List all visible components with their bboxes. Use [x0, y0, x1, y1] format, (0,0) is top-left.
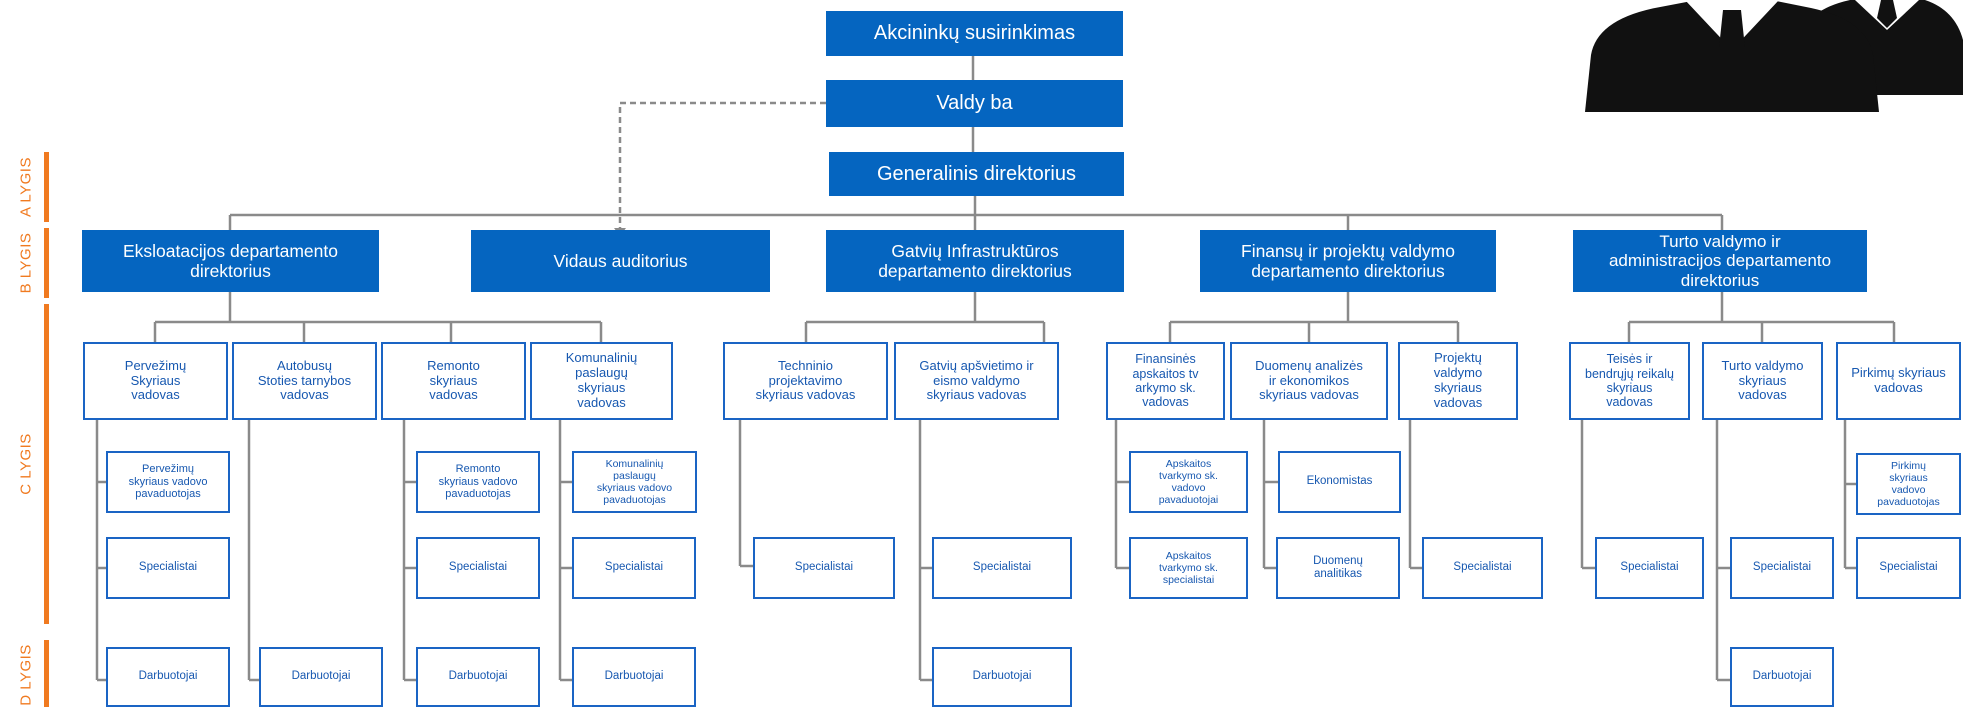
node-label: Pirkimų skyriaus vadovas — [1851, 365, 1946, 395]
node-label: Pervežimų skyriaus vadovo pavaduotojas — [128, 463, 208, 501]
node-turto-darbuotojai[interactable]: Darbuotojai — [1730, 647, 1834, 707]
node-fin-vadovo-pavaduotojai[interactable]: Apskaitos tvarkymo sk. vadovo pavaduotoj… — [1129, 451, 1248, 513]
node-label: Darbuotojai — [448, 670, 508, 683]
node-proj-specialistai[interactable]: Specialistai — [1422, 537, 1543, 599]
node-label: Generalinis direktorius — [877, 162, 1076, 185]
node-ekonomistas[interactable]: Ekonomistas — [1278, 451, 1401, 513]
node-perv-darbuotojai[interactable]: Darbuotojai — [106, 647, 230, 707]
node-label: Ekonomistas — [1306, 475, 1373, 488]
node-eksploatacijos-direktorius[interactable]: Eksloatacijos departamento direktorius — [82, 230, 379, 292]
node-label: Projektų valdymo skyriaus vadovas — [1433, 350, 1483, 410]
node-perv-pavaduotojas[interactable]: Pervežimų skyriaus vadovo pavaduotojas — [106, 451, 230, 513]
node-gatviu-infrastrukturos-direktorius[interactable]: Gatvių Infrastruktūros departamento dire… — [826, 230, 1124, 292]
node-remonto-vadovas[interactable]: Remonto skyriaus vadovas — [381, 342, 526, 420]
node-finansines-vadovas[interactable]: Finansinės apskaitos tv arkymo sk. vadov… — [1106, 342, 1225, 420]
node-pirk-pavaduotojas[interactable]: Pirkimų skyriaus vadovo pavaduotojas — [1856, 453, 1961, 515]
node-duomenu-analitikas[interactable]: Duomenų analitikas — [1276, 537, 1400, 599]
node-pirkimu-vadovas[interactable]: Pirkimų skyriaus vadovas — [1836, 342, 1961, 420]
node-label: Remonto skyriaus vadovo pavaduotojas — [438, 463, 518, 501]
node-teis-specialistai[interactable]: Specialistai — [1595, 537, 1704, 599]
node-akcininku-susirinkimas[interactable]: Akcininkų susirinkimas — [826, 11, 1123, 56]
node-label: Darbuotojai — [291, 670, 351, 683]
node-kom-specialistai[interactable]: Specialistai — [572, 537, 696, 599]
node-label: Darbuotojai — [1752, 670, 1812, 683]
business-people-icon — [1585, 0, 1963, 112]
node-turto-valdymo-vadovas[interactable]: Turto valdymo skyriaus vadovas — [1702, 342, 1823, 420]
node-label: Vidaus auditorius — [553, 250, 688, 271]
node-label: Gatvių Infrastruktūros departamento dire… — [878, 240, 1072, 281]
node-apsv-specialistai[interactable]: Specialistai — [932, 537, 1072, 599]
node-kom-pavaduotojas[interactable]: Komunalinių paslaugų skyriaus vadovo pav… — [572, 451, 697, 513]
node-label: Akcininkų susirinkimas — [873, 22, 1076, 44]
node-projektu-vadovas[interactable]: Projektų valdymo skyriaus vadovas — [1398, 342, 1518, 420]
node-label: Specialistai — [138, 561, 198, 574]
node-label: Specialistai — [1752, 561, 1812, 574]
level-c-label: C LYGIS — [17, 433, 35, 495]
node-label: Komunalinių paslaugų skyriaus vadovas — [565, 350, 638, 410]
node-rem-pavaduotojas[interactable]: Remonto skyriaus vadovo pavaduotojas — [416, 451, 540, 513]
node-kom-darbuotojai[interactable]: Darbuotojai — [572, 647, 696, 707]
node-techninio-vadovas[interactable]: Techninio projektavimo skyriaus vadovas — [723, 342, 888, 420]
node-label: Darbuotojai — [604, 670, 664, 683]
node-generalinis-direktorius[interactable]: Generalinis direktorius — [829, 152, 1124, 196]
node-apsvietimo-vadovas[interactable]: Gatvių apšvietimo ir eismo valdymo skyri… — [894, 342, 1059, 420]
level-b-label: B LYGIS — [17, 232, 35, 294]
node-finansu-direktorius[interactable]: Finansų ir projektų valdymo departamento… — [1200, 230, 1496, 292]
node-autob-darbuotojai[interactable]: Darbuotojai — [259, 647, 383, 707]
node-label: Gatvių apšvietimo ir eismo valdymo skyri… — [919, 357, 1034, 403]
node-turto-specialistai[interactable]: Specialistai — [1730, 537, 1834, 599]
node-label: Finansinės apskaitos tv arkymo sk. vadov… — [1132, 352, 1199, 410]
node-turto-direktorius[interactable]: Turto valdymo ir administracijos departa… — [1573, 230, 1867, 292]
node-rem-specialistai[interactable]: Specialistai — [416, 537, 540, 599]
node-label: Specialistai — [604, 561, 664, 574]
level-c-marker: C LYGIS — [0, 304, 52, 626]
node-vidaus-auditorius[interactable]: Vidaus auditorius — [471, 230, 770, 292]
node-label: Autobusų Stoties tarnybos vadovas — [257, 357, 352, 403]
node-label: Eksloatacijos departamento direktorius — [123, 240, 338, 281]
node-label: Specialistai — [794, 561, 854, 574]
node-duomenu-vadovas[interactable]: Duomenų analizės ir ekonomikos skyriaus … — [1230, 342, 1388, 420]
node-label: Komunalinių paslaugų skyriaus vadovo pav… — [596, 457, 673, 507]
level-d-marker: D LYGIS — [0, 640, 52, 707]
node-label: Duomenų analitikas — [1313, 554, 1363, 580]
node-tech-specialistai[interactable]: Specialistai — [753, 537, 895, 599]
node-label: Teisės ir bendrųjų reikalų skyriaus vado… — [1585, 352, 1674, 410]
node-rem-darbuotojai[interactable]: Darbuotojai — [416, 647, 540, 707]
node-label: Turto valdymo ir administracijos departa… — [1608, 231, 1832, 290]
node-label: Specialistai — [1879, 561, 1938, 574]
node-label: Valdy ba — [936, 92, 1013, 114]
level-a-marker: A LYGIS — [0, 152, 52, 224]
node-label: Darbuotojai — [972, 670, 1032, 683]
node-label: Specialistai — [1453, 561, 1512, 574]
level-a-label: A LYGIS — [17, 157, 35, 217]
node-teises-vadovas[interactable]: Teisės ir bendrųjų reikalų skyriaus vado… — [1569, 342, 1690, 420]
node-label: Specialistai — [448, 561, 508, 574]
node-label: Specialistai — [972, 561, 1032, 574]
node-label: Duomenų analizės ir ekonomikos skyriaus … — [1255, 357, 1363, 403]
level-b-marker: B LYGIS — [0, 228, 52, 300]
node-pirk-specialistai[interactable]: Specialistai — [1856, 537, 1961, 599]
node-apsv-darbuotojai[interactable]: Darbuotojai — [932, 647, 1072, 707]
node-label: Techninio projektavimo skyriaus vadovas — [755, 357, 856, 403]
node-komunaliniu-vadovas[interactable]: Komunalinių paslaugų skyriaus vadovas — [530, 342, 673, 420]
node-label: Remonto skyriaus vadovas — [427, 357, 480, 403]
level-d-label: D LYGIS — [17, 644, 35, 706]
node-label: Turto valdymo skyriaus vadovas — [1721, 357, 1804, 403]
node-label: Darbuotojai — [138, 670, 198, 683]
node-perv-vadovas[interactable]: Pervežimų Skyriaus vadovas — [83, 342, 228, 420]
node-label: Pirkimų skyriaus vadovo pavaduotojas — [1877, 459, 1940, 509]
node-label: Apskaitos tvarkymo sk. vadovo pavaduotoj… — [1158, 457, 1219, 507]
node-perv-specialistai[interactable]: Specialistai — [106, 537, 230, 599]
node-label: Apskaitos tvarkymo sk. specialistai — [1159, 549, 1218, 587]
node-label: Specialistai — [1620, 561, 1679, 574]
node-valdyba[interactable]: Valdy ba — [826, 80, 1123, 127]
node-label: Finansų ir projektų valdymo departamento… — [1241, 240, 1455, 281]
node-label: Pervežimų Skyriaus vadovas — [124, 357, 187, 403]
node-fin-specialistai[interactable]: Apskaitos tvarkymo sk. specialistai — [1129, 537, 1248, 599]
node-autobusu-vadovas[interactable]: Autobusų Stoties tarnybos vadovas — [232, 342, 377, 420]
